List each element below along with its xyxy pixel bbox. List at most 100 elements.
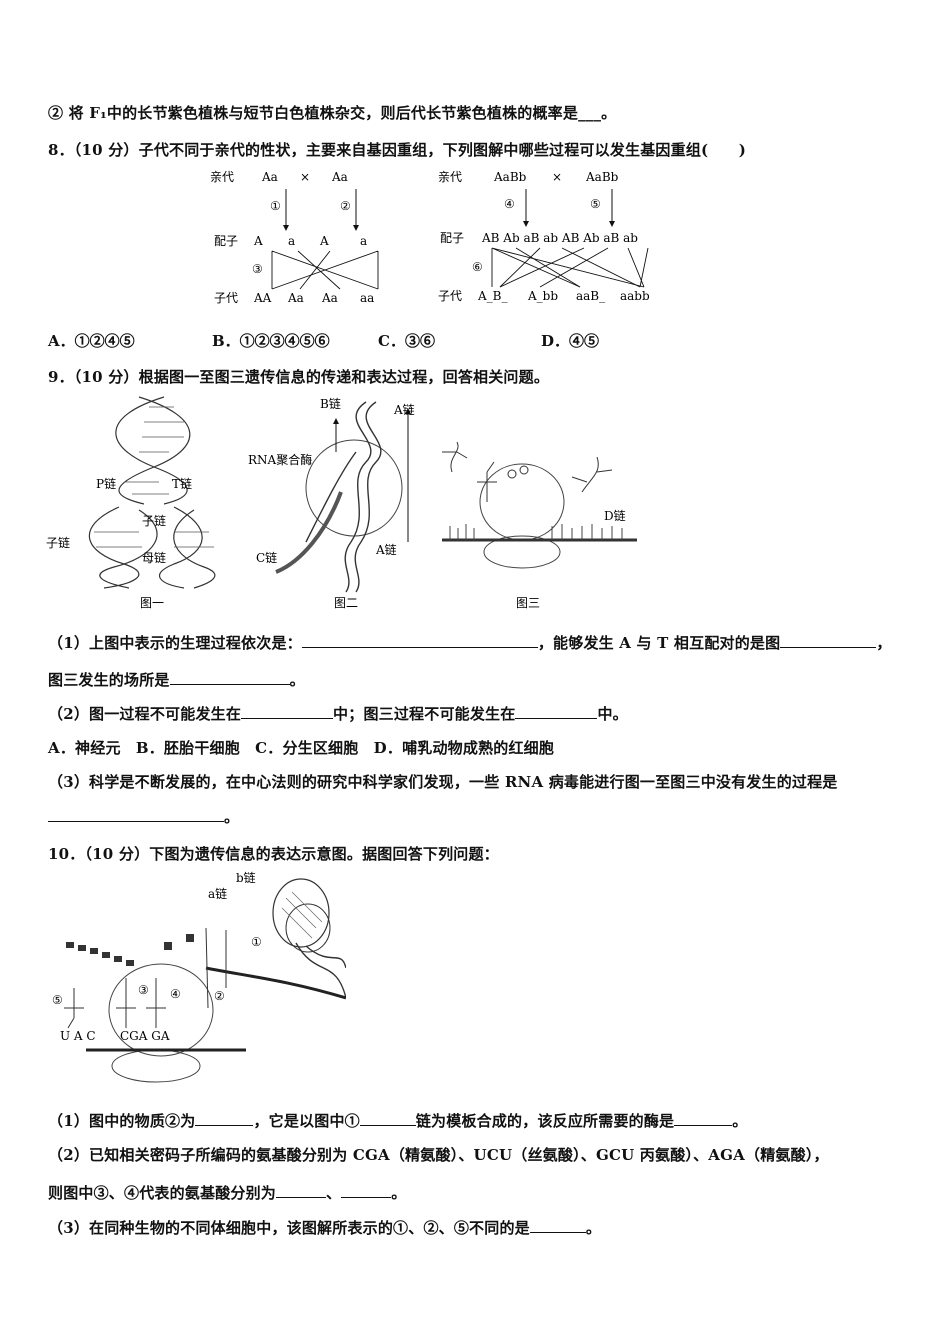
answer-blank[interactable] bbox=[515, 704, 598, 719]
a-strand-label-2: A链 bbox=[375, 542, 397, 557]
q8-option-a: A．①②④⑤ bbox=[48, 332, 135, 350]
answer-blank[interactable] bbox=[341, 1183, 392, 1198]
parent-1: AaBb bbox=[493, 170, 527, 184]
answer-blank[interactable] bbox=[359, 1111, 416, 1126]
step-6: ⑥ bbox=[472, 260, 483, 274]
q9-part1-text-c: ， bbox=[876, 634, 892, 652]
q10-part1-text-c: 链为模板合成的，该反应所需要的酶是 bbox=[415, 1112, 675, 1130]
marker-1: ① bbox=[251, 935, 262, 949]
answer-blank[interactable] bbox=[780, 633, 877, 648]
child-4: aa bbox=[360, 291, 374, 305]
q9-stem: 9．（10 分）根据图一至图三遗传信息的传递和表达过程，回答相关问题。 bbox=[48, 368, 550, 386]
child-label: 子代 bbox=[438, 289, 462, 303]
rna-polymerase-label: RNA聚合酶 bbox=[248, 452, 312, 467]
q10-part3: （3）在同种生物的不同体细胞中，该图解所表示的①、②、⑤不同的是 。 bbox=[48, 1217, 601, 1238]
codon-label: CGA GA bbox=[120, 1029, 170, 1043]
cross-symbol: × bbox=[552, 170, 562, 184]
step-3: ③ bbox=[252, 262, 263, 276]
q9-figure-1: P链 T链 子链 子链 母链 图一 bbox=[46, 396, 216, 610]
step-1: ① bbox=[270, 199, 281, 213]
figure-1-caption: 图一 bbox=[140, 596, 164, 610]
parent-2: Aa bbox=[331, 170, 348, 184]
q9-figure-2: B链 A链 RNA聚合酶 A链 C链 图二 bbox=[248, 396, 415, 610]
q8-option-c: C．③⑥ bbox=[378, 332, 435, 350]
child-4: aabb bbox=[620, 289, 650, 303]
answer-blank[interactable] bbox=[48, 807, 224, 822]
p-strand-label: P链 bbox=[96, 476, 116, 491]
q9-part1-line2: 图三发生的场所是 。 bbox=[48, 669, 305, 690]
child-2: Aa bbox=[287, 291, 304, 305]
q8-stem: 8．（10 分）子代不同于亲代的性状，主要来自基因重组，下列图解中哪些过程可以发… bbox=[48, 141, 747, 159]
child-1: A_B_ bbox=[477, 289, 507, 303]
answer-blank[interactable] bbox=[195, 1111, 254, 1126]
child-2: A_bb bbox=[527, 289, 558, 303]
answer-blank[interactable] bbox=[276, 1183, 327, 1198]
q10-figure: b链 a链 ① ② ③ ④ ⑤ U A C CGA GA bbox=[52, 870, 346, 1083]
answer-blank[interactable] bbox=[301, 633, 538, 648]
q10-part3-text-b: 。 bbox=[585, 1219, 602, 1237]
gamete-1: A bbox=[253, 234, 263, 248]
q9-part1-text-e: 。 bbox=[289, 671, 305, 689]
q9-part1-text-b: ，能够发生 A 与 T 相互配对的是图 bbox=[537, 634, 781, 652]
gamete-label: 配子 bbox=[214, 234, 238, 248]
q9-part3-answer: 。 bbox=[48, 806, 239, 827]
parent-2: AaBb bbox=[585, 170, 619, 184]
child-strand-label-1: 子链 bbox=[142, 513, 166, 528]
step-5: ⑤ bbox=[590, 197, 601, 211]
answer-blank[interactable] bbox=[529, 1218, 586, 1233]
q10-part1-text-a: （1）图中的物质②为 bbox=[48, 1112, 196, 1130]
gamete-3: A bbox=[319, 234, 329, 248]
answer-blank[interactable] bbox=[674, 1111, 733, 1126]
answer-blank[interactable] bbox=[169, 670, 290, 685]
q10-part1-text-d: 。 bbox=[732, 1112, 748, 1130]
q9-part1-text-d: 图三发生的场所是 bbox=[48, 671, 170, 689]
parent-label: 亲代 bbox=[438, 170, 462, 184]
child-strand-label-2: 子链 bbox=[46, 535, 70, 550]
q10-part2-line2: 则图中③、④代表的氨基酸分别为、。 bbox=[48, 1182, 406, 1203]
child-1: AA bbox=[253, 291, 272, 305]
figure-3-caption: 图三 bbox=[516, 596, 540, 610]
q8-option-b: B．①②③④⑤⑥ bbox=[212, 332, 330, 350]
parent-label: 亲代 bbox=[210, 170, 234, 184]
q10-part2-line1: （2）已知相关密码子所编码的氨基酸分别为 CGA（精氨酸）、UCU（丝氨酸）、G… bbox=[48, 1146, 829, 1164]
b-strand-label: B链 bbox=[320, 396, 341, 411]
marker-3: ③ bbox=[138, 983, 149, 997]
child-label: 子代 bbox=[214, 291, 238, 305]
q8-left-diagram: 亲代 Aa × Aa ① ② 配子 A a A a ③ 子代 AA Aa Aa … bbox=[210, 170, 379, 305]
gametes: AB Ab aB ab AB Ab aB ab bbox=[481, 231, 638, 245]
q9-part1-line1: （1）上图中表示的生理过程依次是： ，能够发生 A 与 T 相互配对的是图 ， bbox=[48, 632, 892, 653]
marker-2: ② bbox=[214, 989, 225, 1003]
q9-figure-3: D链 图三 bbox=[442, 441, 637, 610]
cross-symbol: × bbox=[300, 170, 310, 184]
gamete-4: a bbox=[360, 234, 367, 248]
q9-part3-end: 。 bbox=[224, 808, 240, 826]
gamete-label: 配子 bbox=[440, 231, 464, 245]
anticodon-label: U A C bbox=[60, 1029, 96, 1043]
mother-strand-label: 母链 bbox=[142, 550, 166, 565]
d-strand-label: D链 bbox=[604, 508, 626, 523]
b-strand-label: b链 bbox=[236, 870, 256, 885]
gamete-2: a bbox=[288, 234, 295, 248]
step-4: ④ bbox=[504, 197, 515, 211]
q10-part1: （1）图中的物质②为 ，它是以图中① 链为模板合成的，该反应所需要的酶是 。 bbox=[48, 1110, 747, 1131]
q8-right-diagram: 亲代 AaBb × AaBb ④ ⑤ 配子 AB Ab aB ab AB Ab … bbox=[438, 170, 650, 303]
q9-part2-text-c: 中。 bbox=[597, 705, 628, 723]
q8-option-d: D．④⑤ bbox=[541, 332, 600, 350]
a-strand-label: a链 bbox=[208, 886, 227, 901]
q9-part3: （3）科学是不断发展的，在中心法则的研究中科学家们发现，一些 RNA 病毒能进行… bbox=[48, 773, 838, 791]
q10-part2-text-d: 。 bbox=[391, 1184, 407, 1202]
q10-part2-text-c: 、 bbox=[326, 1184, 342, 1202]
parent-1: Aa bbox=[261, 170, 278, 184]
a-strand-label: A链 bbox=[393, 402, 415, 417]
q9-part1-text-a: （1）上图中表示的生理过程依次是： bbox=[48, 634, 302, 652]
q9-part2: （2）图一过程不可能发生在中；图三过程不可能发生在中。 bbox=[48, 703, 628, 724]
answer-blank[interactable] bbox=[241, 704, 334, 719]
q9-part2-options: A．神经元 B．胚胎干细胞 C．分生区细胞 D．哺乳动物成熟的红细胞 bbox=[48, 739, 555, 757]
step-2: ② bbox=[340, 199, 351, 213]
q10-stem: 10．（10 分）下图为遗传信息的表达示意图。据图回答下列问题： bbox=[48, 845, 499, 863]
q10-part3-text-a: （3）在同种生物的不同体细胞中，该图解所表示的①、②、⑤不同的是 bbox=[48, 1219, 530, 1237]
q7-line: ② 将 F₁中的长节紫色植株与短节白色植株杂交，则后代长节紫色植株的概率是___… bbox=[48, 104, 617, 122]
marker-5: ⑤ bbox=[52, 993, 63, 1007]
q9-part2-text-b: 中；图三过程不可能发生在 bbox=[333, 705, 516, 723]
q10-part1-text-b: ，它是以图中① bbox=[253, 1112, 360, 1130]
